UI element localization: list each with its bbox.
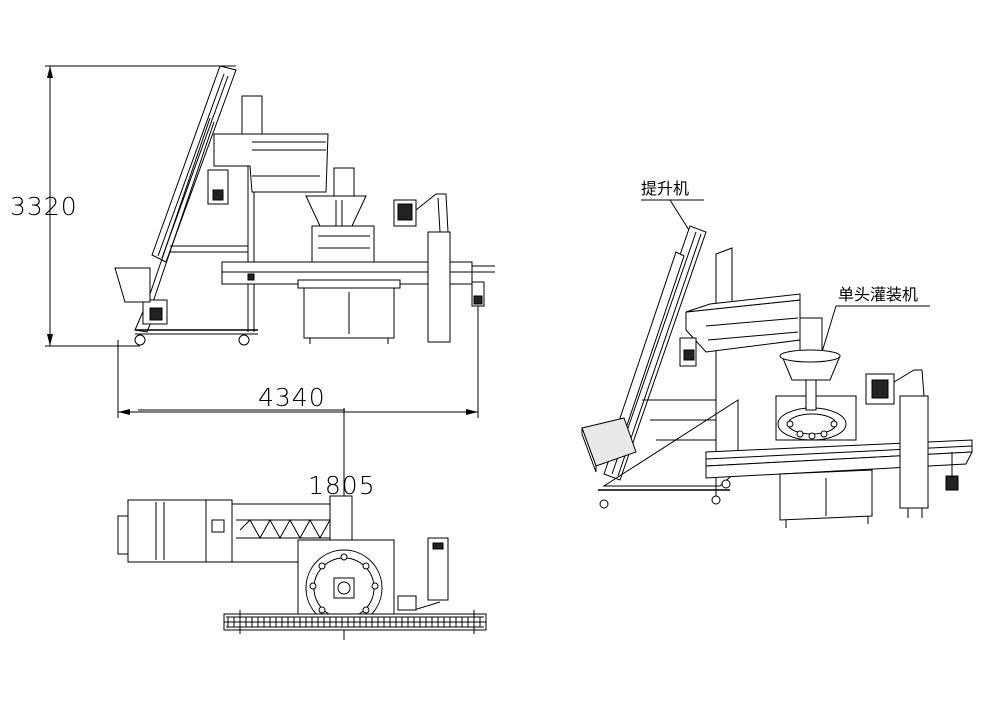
length-dimension-label: 4340 (258, 383, 326, 412)
front-filler (221, 167, 495, 344)
filler-callout: 单头灌装机 (821, 285, 930, 353)
elevator-label: 提升机 (641, 179, 689, 198)
conveyor-chain (226, 616, 484, 628)
iso-view: 提升机 单头灌装机 (581, 179, 973, 528)
height-dimension: 3320 (10, 65, 236, 347)
height-dimension-label: 3320 (10, 192, 78, 221)
top-view: 1805 (117, 408, 487, 640)
length-dimension: 4340 (117, 300, 479, 418)
width-dimension-label: 1805 (308, 471, 376, 500)
filler-label: 单头灌装机 (838, 285, 918, 304)
front-view: 3320 4340 (10, 65, 495, 418)
front-elevator (114, 65, 329, 346)
